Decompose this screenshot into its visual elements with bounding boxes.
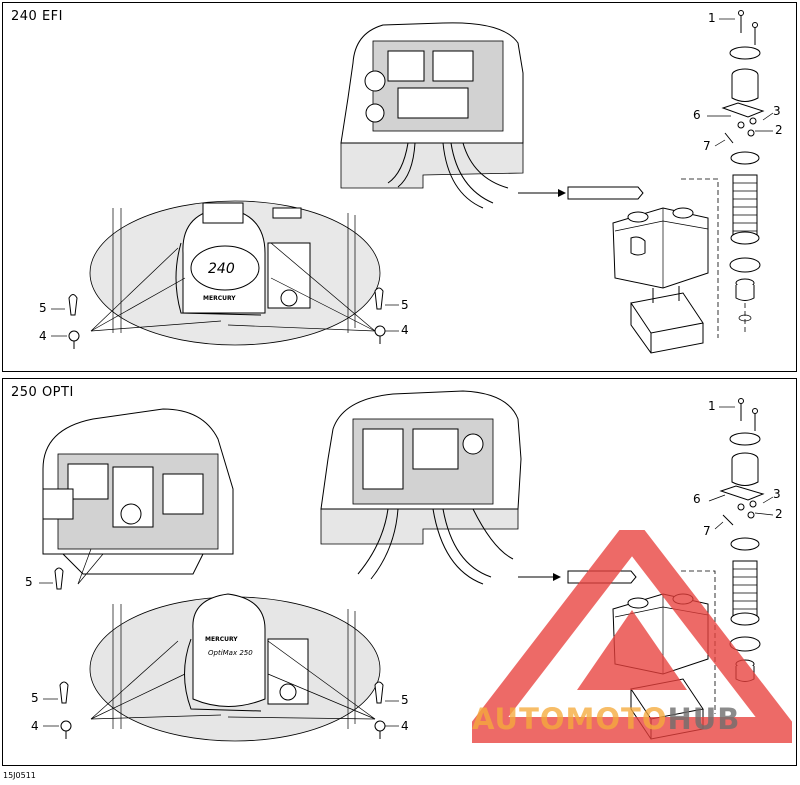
screw-icon	[374, 325, 386, 344]
watermark-part-b: HUB	[667, 702, 741, 736]
closeup-oval-250: MERCURY OptiMax 250	[89, 593, 381, 742]
panel-title: 250 OPTI	[11, 385, 74, 400]
tank-bracket-240	[630, 286, 704, 354]
callout-4: 4	[401, 719, 409, 733]
callout-3: 3	[773, 487, 781, 501]
clip-icon	[374, 681, 384, 704]
tank-240	[612, 178, 719, 338]
cover-brand: MERCURY	[205, 636, 238, 643]
screw-icon	[60, 720, 72, 739]
callout-7: 7	[703, 524, 711, 538]
engine-240-efi	[340, 22, 524, 209]
panel-240-efi-drawing: 240 MERCURY	[51, 10, 774, 354]
engine-250-center	[320, 390, 522, 585]
clip-icon	[374, 287, 384, 310]
callout-5: 5	[25, 575, 33, 589]
watermark-text: AUTOMOTOHUB	[472, 702, 740, 736]
callout-6: 6	[693, 108, 701, 122]
engine-250-side	[42, 408, 234, 575]
callout-5: 5	[31, 691, 39, 705]
filler-stack-240	[721, 10, 765, 333]
clip-icon	[59, 681, 69, 704]
arrow-head	[558, 189, 566, 197]
callout-5: 5	[39, 301, 47, 315]
panel-250-opti-drawing: MERCURY OptiMax 250	[39, 390, 774, 742]
callout-5: 5	[401, 298, 409, 312]
arrow-head	[553, 573, 561, 581]
cover-brand: MERCURY	[203, 295, 236, 302]
screw-icon	[374, 720, 386, 739]
fuel-line	[567, 186, 644, 200]
callout-3: 3	[773, 104, 781, 118]
callout-5: 5	[401, 693, 409, 707]
callout-1: 1	[708, 11, 716, 25]
clip-icon	[54, 567, 64, 590]
screw-icon	[68, 330, 80, 349]
cover-model: 240	[208, 261, 235, 277]
callout-4: 4	[401, 323, 409, 337]
panel-title: 240 EFI	[11, 9, 63, 24]
callout-1: 1	[708, 399, 716, 413]
closeup-oval-240: 240 MERCURY	[89, 200, 381, 346]
watermark-part-a: AUTOMOTO	[472, 702, 668, 736]
callout-2: 2	[775, 507, 783, 521]
callout-2: 2	[775, 123, 783, 137]
clip-icon	[68, 294, 78, 316]
automotohub-logo	[472, 530, 792, 743]
cover-model: OptiMax 250	[208, 649, 253, 657]
callout-7: 7	[703, 139, 711, 153]
callout-4: 4	[31, 719, 39, 733]
callout-4: 4	[39, 329, 47, 343]
panel-240-efi: 240 EFI	[2, 2, 797, 372]
figure-code: 15J0511	[3, 771, 36, 780]
callout-6: 6	[693, 492, 701, 506]
